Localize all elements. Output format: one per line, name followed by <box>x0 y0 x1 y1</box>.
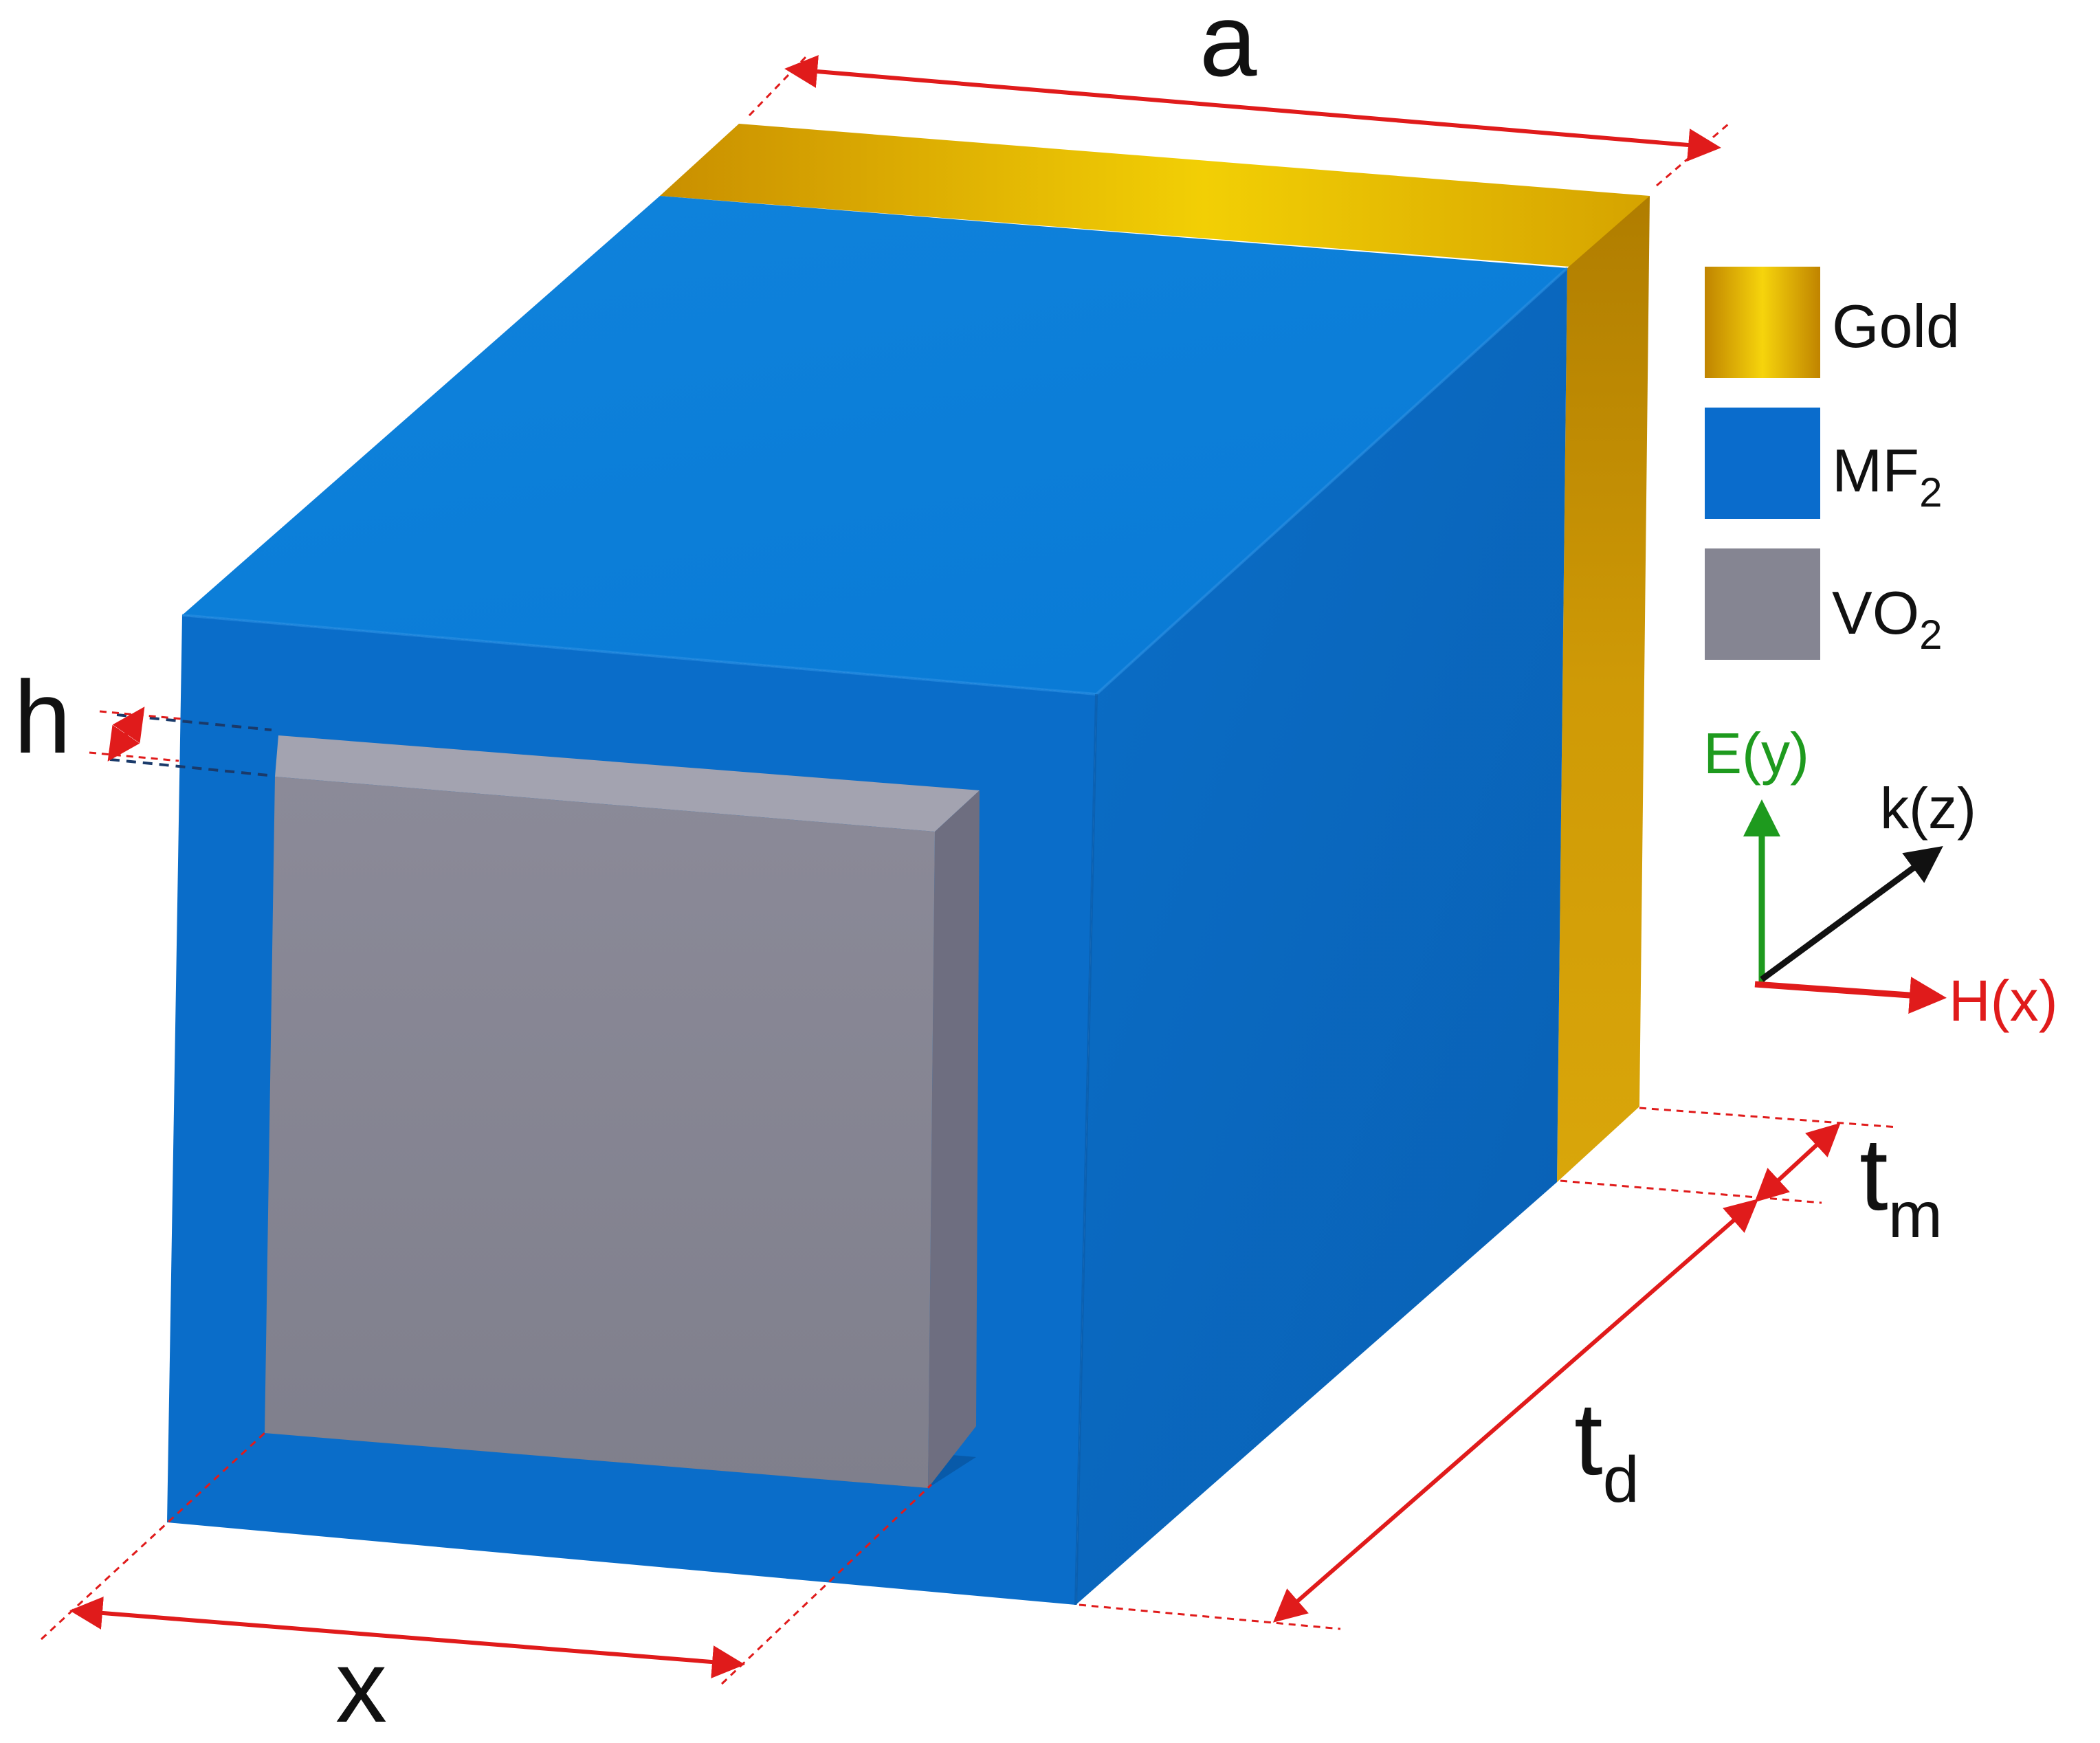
coordinate-axes: E(y) k(z) H(x) <box>1703 721 2058 1033</box>
x-dimension-arrow <box>69 1596 745 1679</box>
td-dimension-arrow <box>1272 1199 1759 1623</box>
tm-dimension-arrow <box>1754 1122 1841 1203</box>
e-axis-label: E(y) <box>1703 721 1809 786</box>
gold-layer-side <box>1557 196 1650 1182</box>
h-label: h <box>14 659 71 775</box>
legend-mf2-label: MF2 <box>1832 436 1942 515</box>
mf2-top-face <box>182 196 1567 694</box>
gold-swatch <box>1705 267 1820 378</box>
a-label: a <box>1200 0 1257 98</box>
legend: Gold MF2 VO2 <box>1705 267 1960 660</box>
h-axis-label: H(x) <box>1949 968 2058 1033</box>
mf2-swatch <box>1705 408 1820 519</box>
vo2-top-bevel <box>275 735 980 832</box>
legend-gold-label: Gold <box>1832 292 1960 360</box>
vo2-swatch <box>1705 548 1820 660</box>
td-label: td <box>1574 1381 1639 1516</box>
k-axis-label: k(z) <box>1880 776 1976 841</box>
vo2-side-bevel <box>928 790 980 1488</box>
h-axis-arrow <box>1754 977 1947 1014</box>
legend-vo2-label: VO2 <box>1832 579 1943 658</box>
vo2-front-face <box>265 777 935 1488</box>
a-dimension-arrow <box>784 55 1721 162</box>
k-axis-arrow <box>1760 846 1943 982</box>
tm-label: tm <box>1859 1116 1943 1252</box>
h-dimension-arrow <box>107 707 145 762</box>
x-label: x <box>335 1628 387 1743</box>
